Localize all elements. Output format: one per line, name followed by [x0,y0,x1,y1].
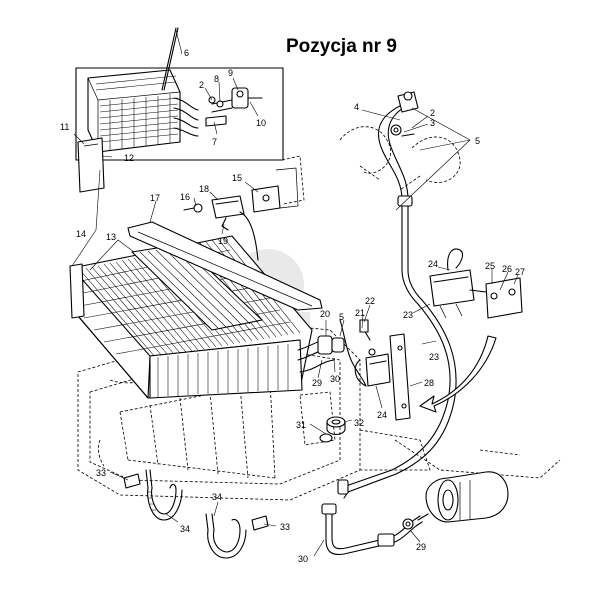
inset-evaporator-coil [87,69,199,153]
callout-26: 26 [502,264,512,274]
page-title: Pozycja nr 9 [286,36,397,57]
callout-16: 16 [180,192,190,202]
callout-21: 21 [355,308,365,318]
callout-23-top: 23 [403,310,413,320]
callout-labels: 6 2 8 9 10 7 11 12 14 13 15 18 16 17 19 … [60,48,525,564]
callout-5-mid: 5 [339,312,344,322]
callout-28: 28 [424,378,434,388]
callout-12: 12 [124,153,134,163]
callout-2-right: 2 [430,108,435,118]
callout-14: 14 [76,229,86,239]
callout-24-mid: 24 [377,410,387,420]
pressure-switch-bracket [354,333,411,421]
callout-30-mid: 30 [330,374,340,384]
callout-10: 10 [256,118,266,128]
callout-15: 15 [232,173,242,183]
callout-3: 3 [430,118,435,128]
callout-33-right: 33 [280,522,290,532]
wiring-lead [339,319,371,387]
rubber-grommet [319,416,346,443]
refrigerant-hose-upper [378,91,423,305]
cab-outline [281,126,461,205]
cover-plate [77,137,105,193]
drier-pipe [321,503,429,556]
callout-25: 25 [485,261,495,271]
mounting-rail [127,221,323,311]
callout-33-left: 33 [96,468,106,478]
callout-23-mid: 23 [429,352,439,362]
callout-29-bottom: 29 [416,542,426,552]
callout-4: 4 [354,102,359,112]
callout-6: 6 [184,48,189,58]
callout-5-right: 5 [475,136,480,146]
callout-18: 18 [199,184,209,194]
callout-7: 7 [212,137,217,147]
callout-17: 17 [150,193,160,203]
callout-27: 27 [515,267,525,277]
direction-arrow [419,335,497,413]
callout-24-top: 24 [428,259,438,269]
callout-8: 8 [214,74,219,84]
callout-2-inset: 2 [199,80,204,90]
callout-11: 11 [60,122,69,132]
leader-lines [71,29,519,557]
thermostat-switch [183,195,259,261]
callout-9: 9 [228,68,233,78]
callout-20: 20 [320,309,330,319]
callout-19: 19 [218,236,228,246]
relay-bracket-assembly [429,248,523,319]
drain-hose-right [205,513,269,559]
callout-34-left: 34 [180,524,190,534]
switch-bracket [251,167,299,213]
callout-34-right: 34 [212,492,222,502]
inset-sensor-probe [161,27,177,91]
inset-expansion-valve [205,87,263,127]
inset-detail-box [75,27,284,161]
refrigerant-hose-lower [337,299,457,499]
receiver-drier [425,471,509,523]
callout-32: 32 [354,418,364,428]
core-outlet-pipes [297,335,345,373]
callout-29-mid: 29 [312,378,322,388]
callout-22: 22 [365,296,375,306]
drain-hose-left [123,469,183,521]
callout-31: 31 [296,420,306,430]
callout-30-bottom: 30 [298,554,308,564]
callout-13: 13 [106,232,116,242]
